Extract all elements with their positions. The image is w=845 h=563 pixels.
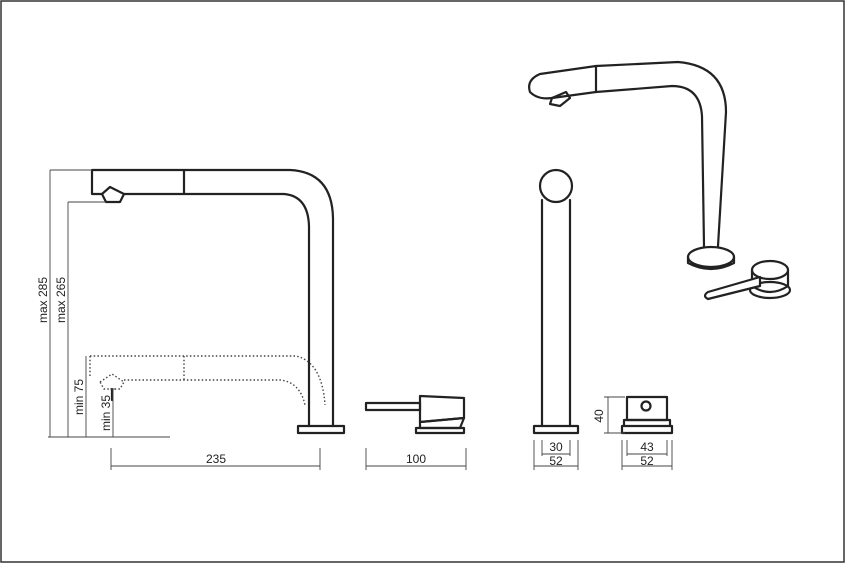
spout-outline bbox=[90, 168, 335, 428]
perspective-spout-base-top bbox=[686, 245, 736, 269]
spout-base bbox=[296, 424, 346, 435]
vertical-dimensions: max 285 max 265 min 75 min 35 bbox=[36, 169, 116, 437]
spray-head-nozzle bbox=[100, 185, 126, 204]
perspective-nozzle bbox=[548, 90, 572, 108]
spray-head-nozzle-low bbox=[99, 373, 125, 390]
dim-100: 100 bbox=[406, 452, 426, 466]
perspective-mixer-lever bbox=[703, 275, 762, 301]
dim-52-mixer: 52 bbox=[640, 454, 654, 468]
dim-max-285: max 285 bbox=[36, 277, 50, 323]
mixer-lever bbox=[364, 401, 422, 412]
perspective-spout bbox=[528, 60, 728, 248]
faucet-perspective-view bbox=[528, 60, 792, 301]
perspective-spout-base-side bbox=[686, 255, 736, 271]
spout-front-base bbox=[532, 424, 580, 435]
dim-30: 30 bbox=[549, 440, 563, 454]
spout-head-circle bbox=[538, 168, 574, 204]
mixer-front-body bbox=[625, 395, 669, 422]
mixer-front-view: 40 43 52 bbox=[592, 395, 674, 470]
reach-dimension: 235 bbox=[110, 448, 321, 470]
faucet-side-view bbox=[48, 168, 346, 438]
dim-235: 235 bbox=[206, 452, 226, 466]
mixer-side-view: 100 bbox=[364, 394, 467, 470]
spout-column bbox=[540, 198, 572, 428]
dim-max-265: max 265 bbox=[54, 277, 68, 323]
mixer-front-base bbox=[620, 418, 674, 435]
dim-40: 40 bbox=[592, 409, 606, 423]
mixer-base bbox=[414, 426, 466, 435]
perspective-mixer-top bbox=[750, 259, 790, 281]
spout-low-position bbox=[89, 355, 326, 406]
mixer-lever-hole bbox=[640, 400, 652, 412]
dim-min-35: min 35 bbox=[99, 395, 113, 431]
dim-43: 43 bbox=[640, 440, 654, 454]
spout-front-view: 30 52 bbox=[532, 168, 580, 470]
mixer-skirt bbox=[418, 416, 466, 430]
dim-52-spout: 52 bbox=[549, 454, 563, 468]
perspective-mixer-base bbox=[748, 280, 792, 300]
dim-min-75: min 75 bbox=[72, 379, 86, 415]
